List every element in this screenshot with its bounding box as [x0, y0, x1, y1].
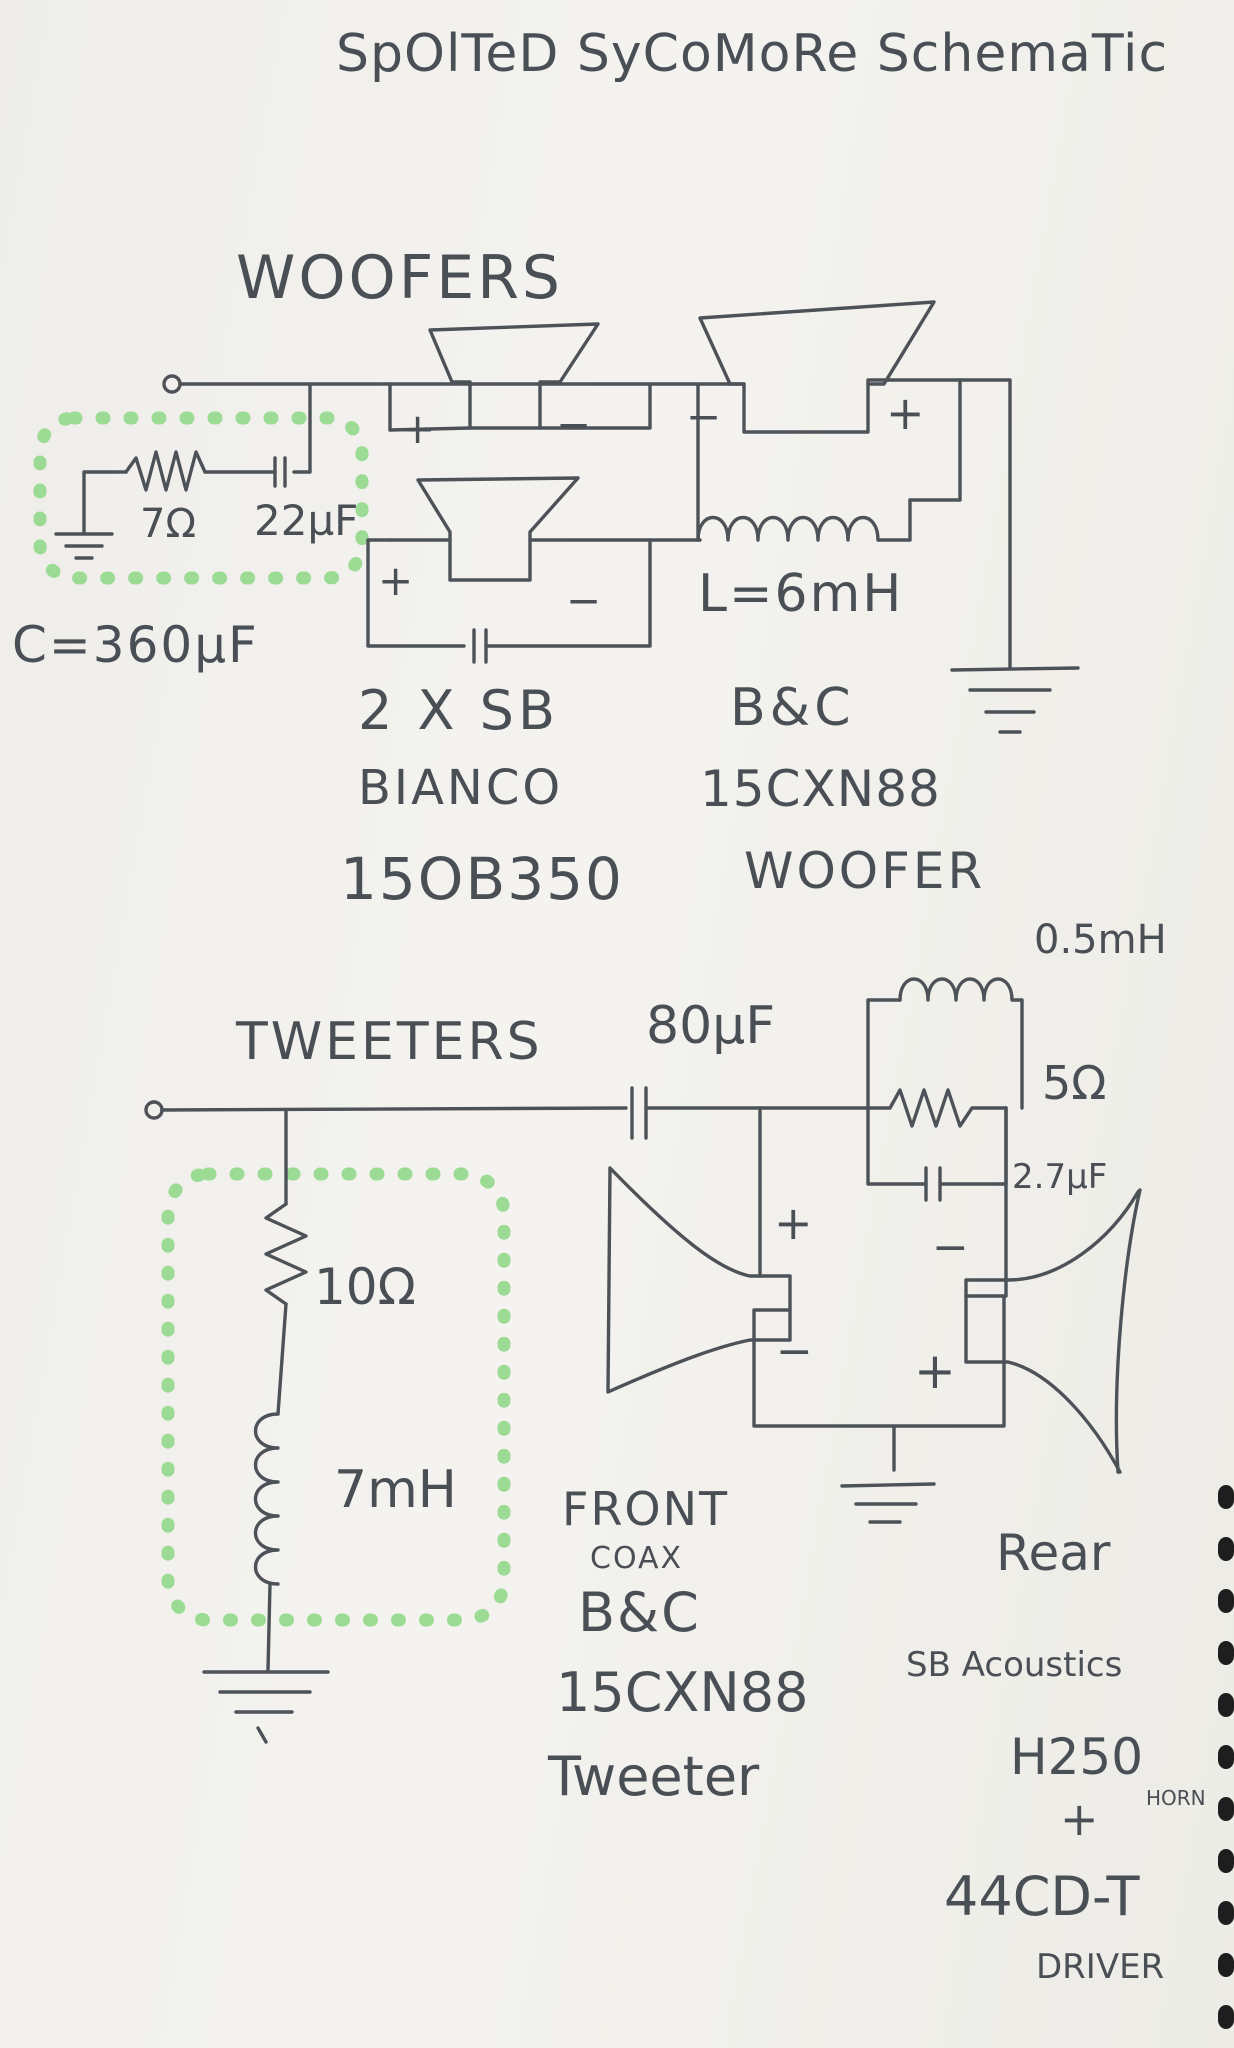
pair-left-bus [366, 382, 466, 648]
rear-horn-model-line-1: Rear [996, 1524, 1111, 1582]
front-tweeter-model-line-1: FRONT [562, 1482, 730, 1536]
parallel-resistor-symbol [866, 1088, 1008, 1128]
spiral-binding [1218, 1485, 1234, 2029]
zobel-resistor-symbol [124, 450, 207, 492]
tweeter-input-wire [160, 1106, 628, 1112]
shunt-wire-mid [276, 1302, 288, 1416]
coax-woofer-plus: + [886, 386, 925, 440]
coax-woofer-model-line-3: WOOFER [744, 842, 986, 900]
front-tweeter-model-line-4: 15CXN88 [556, 1661, 809, 1724]
zobel-resistor-value: 7Ω [140, 501, 197, 547]
woofer-inductor-value: L=6mH [698, 564, 904, 624]
pair-woofer-1-plus: + [400, 404, 436, 453]
zobel-wire-down [82, 470, 128, 534]
shunt-inductor-value: 7mH [334, 1460, 457, 1520]
woofers-section-label: WOOFERS [236, 243, 563, 313]
rear-horn-model-line-2: SB Acoustics [906, 1645, 1123, 1685]
tweeter-left-ground-symbol [202, 1670, 330, 1744]
shunt-resistor-value: 10Ω [314, 1258, 416, 1316]
parallel-network-left-bus [866, 998, 920, 1186]
rear-horn-model-line-4: HORN [1146, 1786, 1206, 1810]
parallel-resistor-value: 5Ω [1042, 1056, 1107, 1110]
pair-woofer-1-minus: − [556, 400, 592, 449]
zobel-highlight [33, 411, 369, 585]
rear-horn-minus: − [932, 1222, 969, 1273]
pair-woofer-wiring [388, 382, 702, 542]
front-tweeter-plus: + [774, 1196, 813, 1250]
front-tweeter-model-line-3: B&C [578, 1581, 701, 1644]
pair-woofer-model-line-2: BIANCO [358, 760, 564, 816]
rear-horn-plus: + [914, 1342, 956, 1400]
woofer-ground-wire [958, 378, 1012, 670]
woofer-ground-symbol [950, 666, 1080, 734]
pair-woofer-2-plus: + [378, 556, 414, 605]
woofer-circuit [33, 300, 1080, 734]
tweeter-center-ground-symbol [840, 1482, 936, 1524]
rear-horn-model-line-3: H250 [1010, 1728, 1144, 1786]
pair-woofer-2-minus: − [566, 576, 602, 625]
pair-woofer-model-line-1: 2 X SB [358, 679, 560, 742]
woofer-series-capacitor-value: C=360µF [12, 616, 259, 674]
page-title: SpOlTeD SyCoMoRe SchemaTic [336, 24, 1169, 84]
rear-horn [964, 1188, 1142, 1474]
shunt-resistor-symbol [264, 1202, 308, 1306]
parallel-inductor-symbol [898, 977, 1024, 1110]
rear-horn-model-line-7: DRIVER [1036, 1947, 1165, 1987]
front-tweeter-horn [606, 1166, 792, 1394]
woofer-input-terminal [162, 374, 182, 394]
zobel-drop-wire [292, 382, 312, 474]
zobel-capacitor-value: 22µF [254, 496, 359, 545]
parallel-capacitor-value: 2.7µF [1012, 1157, 1108, 1197]
rear-horn-model-line-6: 44CD-T [944, 1865, 1140, 1928]
tweeter-series-capacitor-symbol [630, 1086, 648, 1140]
tweeters-section-label: TWEETERS [236, 1012, 543, 1072]
rear-horn-model-line-5: + [1060, 1792, 1099, 1846]
front-tweeter-wiring [752, 1106, 1006, 1472]
tweeter-circuit [144, 977, 1142, 1744]
coax-woofer-model-line-2: 15CXN88 [700, 760, 941, 818]
shunt-wire-down [266, 1582, 272, 1672]
shunt-inductor-symbol [253, 1412, 280, 1586]
tweeter-input-terminal [144, 1100, 164, 1120]
parallel-inductor-value: 0.5mH [1034, 917, 1167, 963]
parallel-capacitor-symbol [916, 1106, 1008, 1202]
front-tweeter-model-line-2: COAX [590, 1541, 684, 1576]
series-capacitor-symbol [472, 628, 488, 664]
woofer-inductor-symbol [696, 498, 912, 542]
front-tweeter-model-line-5: Tweeter [548, 1745, 760, 1808]
pair-woofer-2 [416, 476, 580, 582]
pair-bottom-wire [484, 538, 652, 648]
tweeter-series-capacitor-value: 80µF [646, 996, 776, 1056]
zobel-ground-symbol [54, 532, 114, 560]
shunt-highlight [161, 1167, 511, 1627]
pair-woofer-model-line-3: 15OB350 [340, 845, 624, 913]
front-tweeter-minus: − [776, 1326, 813, 1377]
coax-woofer-model-line-1: B&C [730, 678, 855, 738]
coax-woofer-minus: − [686, 392, 722, 441]
